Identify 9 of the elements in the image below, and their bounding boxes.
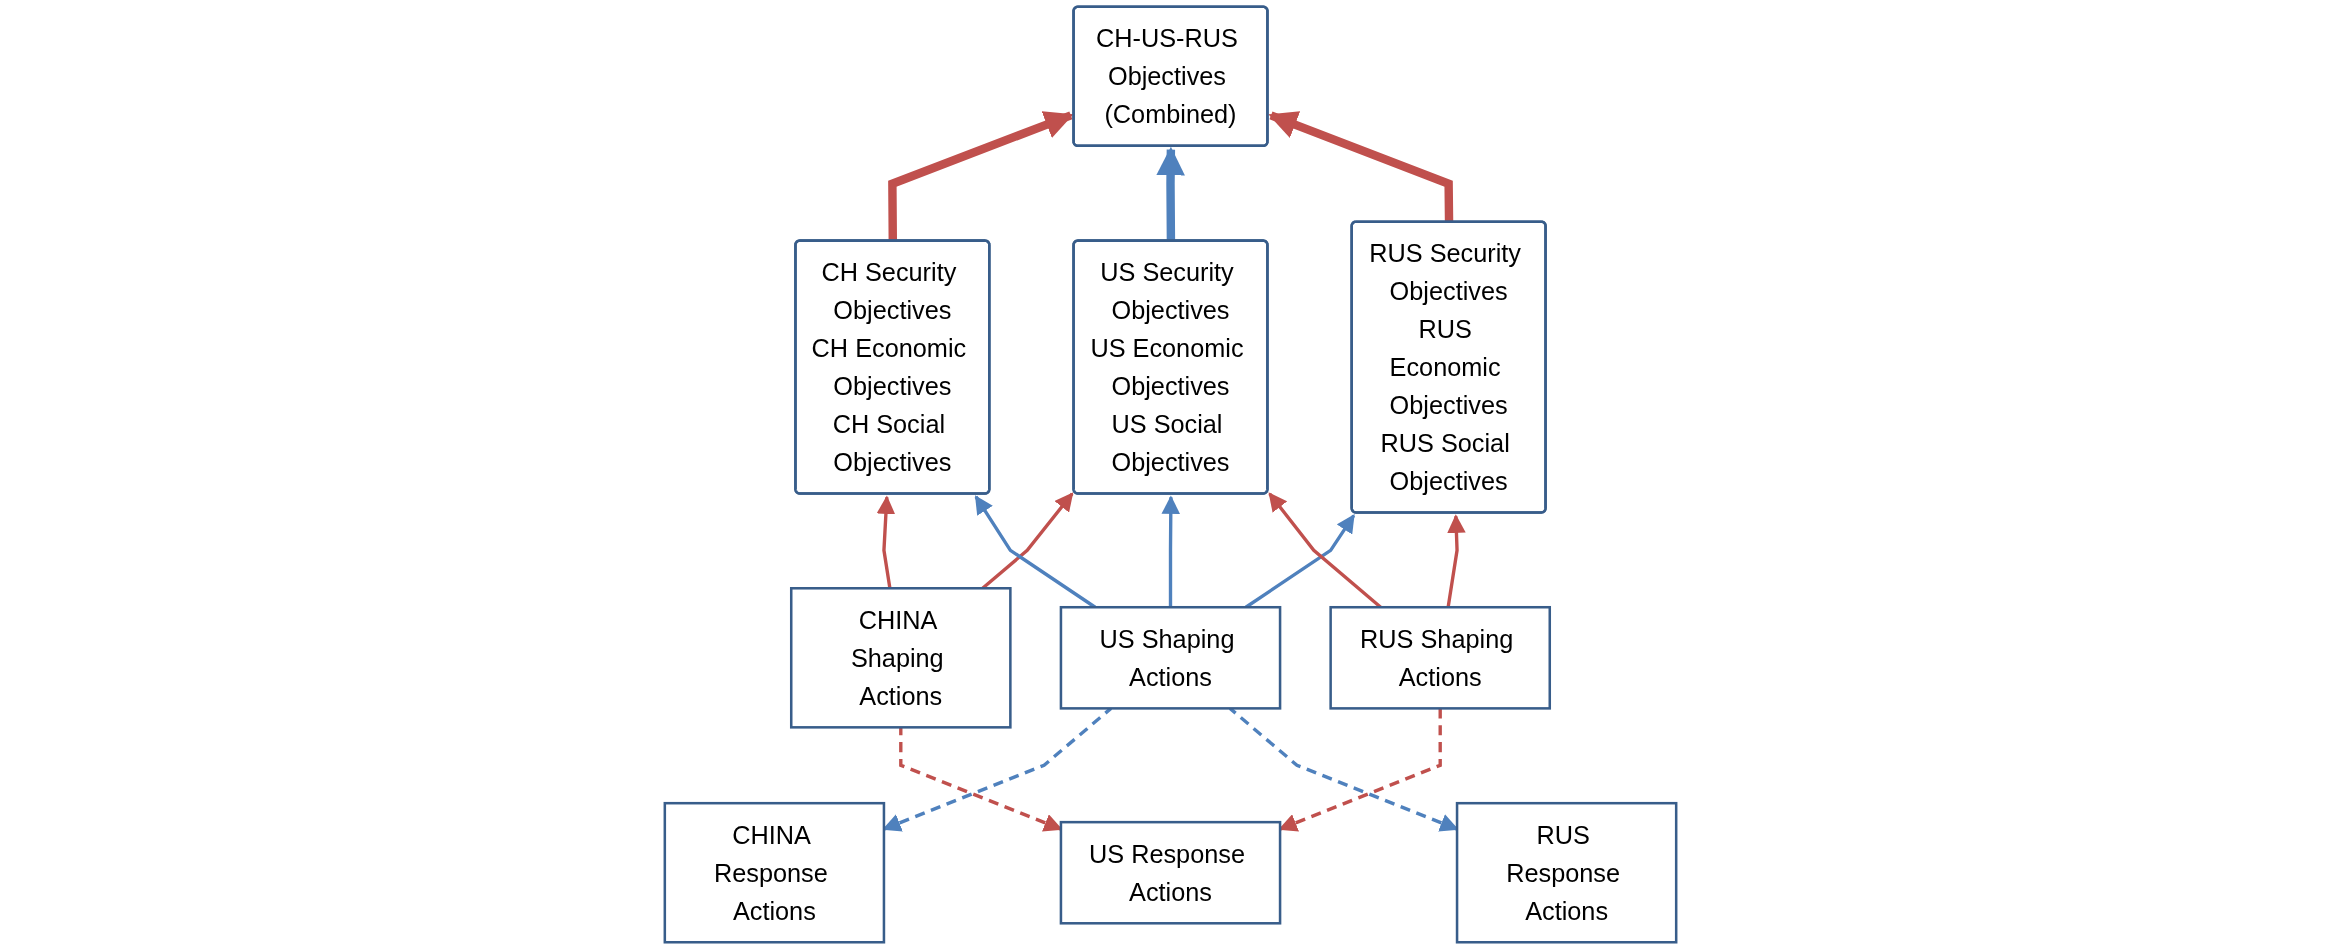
node-box: RUS Response Actions bbox=[1455, 801, 1678, 944]
arrow bbox=[1446, 514, 1466, 608]
node-box: US Response Actions bbox=[1059, 820, 1282, 925]
node-box: CHINA Shaping Actions bbox=[789, 587, 1012, 729]
node-box: RUS Shaping Actions bbox=[1329, 605, 1552, 710]
arrow bbox=[876, 495, 896, 589]
node-box: CHINA Response Actions bbox=[663, 801, 886, 944]
arrow bbox=[1161, 495, 1181, 608]
node-box: US Shaping Actions bbox=[1059, 605, 1282, 710]
